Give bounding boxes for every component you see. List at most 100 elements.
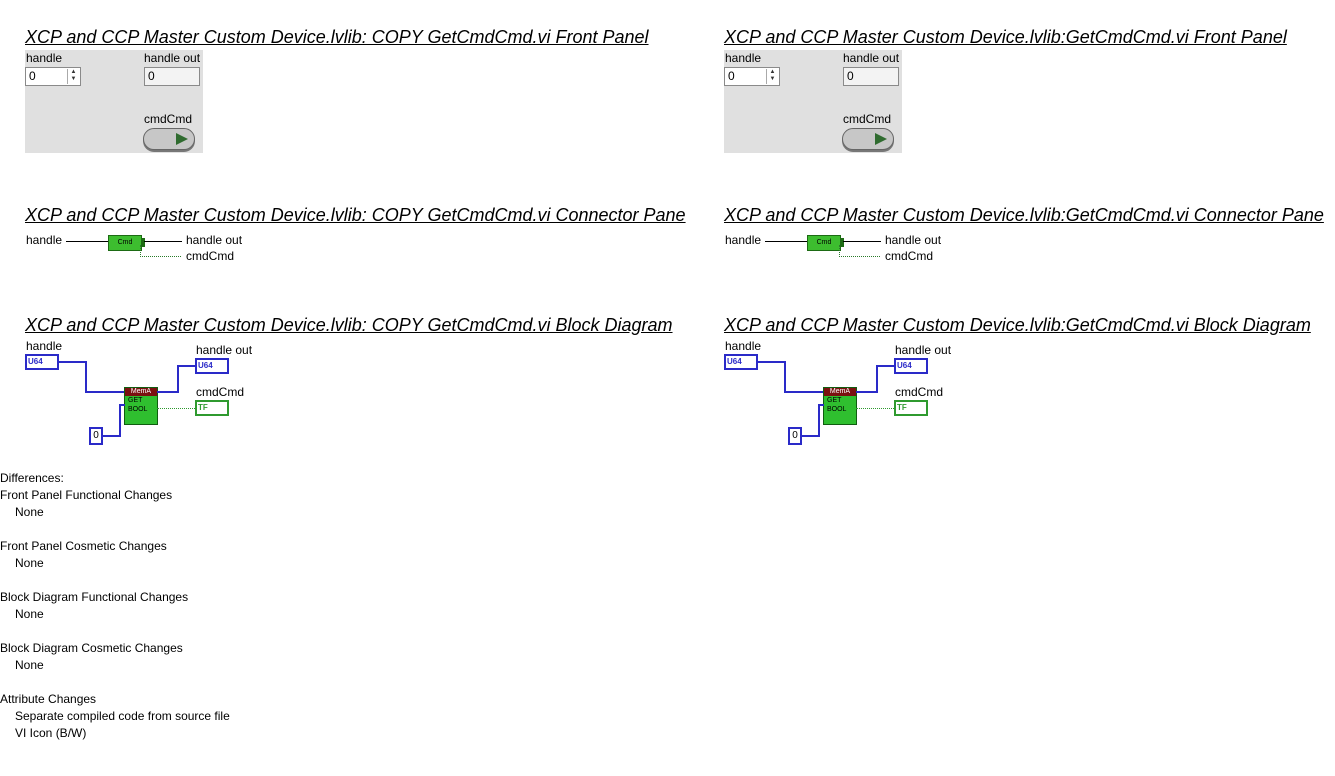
- bd-functional-value: None: [15, 607, 44, 621]
- wire-h6: [177, 365, 197, 367]
- cp-cmdcmd-label: cmdCmd: [885, 249, 934, 263]
- led-arrow-icon: [176, 133, 188, 145]
- node-line2: BOOL: [827, 406, 847, 413]
- connector-pane-title: XCP and CCP Master Custom Device.lvlib:G…: [724, 205, 1324, 225]
- tf-text: TF: [897, 403, 907, 412]
- right-vi-column: XCP and CCP Master Custom Device.lvlib:G…: [724, 0, 1335, 460]
- cp-handle-out-label: handle out: [885, 233, 942, 247]
- handle-label: handle: [26, 51, 63, 65]
- u64-text: U64: [727, 357, 742, 366]
- bd-handle-out-label: handle out: [196, 343, 253, 357]
- left-vi-column: XCP and CCP Master Custom Device.lvlib: …: [25, 0, 686, 460]
- wire-h1: [756, 361, 784, 363]
- cp-cmdcmd-label: cmdCmd: [186, 249, 235, 263]
- differences-section: Differences: Front Panel Functional Chan…: [0, 470, 230, 742]
- cp-handle-label: handle: [26, 233, 63, 247]
- wire-v5: [876, 365, 878, 393]
- bd-handle-label: handle: [725, 339, 762, 353]
- handle-out-label: handle out: [144, 51, 201, 65]
- spacer: [0, 572, 230, 589]
- bd-handle-terminal: U64: [25, 354, 59, 370]
- u64-out-text: U64: [897, 361, 912, 370]
- cp-handle-wire: [66, 241, 108, 242]
- bd-handle-out-terminal: U64: [894, 358, 928, 374]
- handle-control[interactable]: 0 ▲▼: [724, 67, 780, 86]
- vi-icon: Cmd: [108, 235, 145, 251]
- cmdcmd-label: cmdCmd: [843, 112, 892, 126]
- wire-h2: [85, 391, 125, 393]
- wire-h1: [57, 361, 85, 363]
- front-panel: handle 0 ▲▼ handle out 0 cmdCmd: [25, 50, 203, 153]
- vi-icon-text: Cmd: [117, 239, 133, 246]
- wire-v5: [177, 365, 179, 393]
- front-panel-title: XCP and CCP Master Custom Device.lvlib: …: [25, 27, 649, 47]
- spacer: [0, 674, 230, 691]
- bd-handle-label: handle: [26, 339, 63, 353]
- wire-h6: [876, 365, 896, 367]
- wire-h5: [157, 391, 179, 393]
- wire-h5: [856, 391, 878, 393]
- cp-handle-out-label: handle out: [186, 233, 243, 247]
- bd-cmdcmd-terminal: TF: [894, 400, 928, 416]
- cmdcmd-led-indicator: [143, 128, 195, 150]
- cp-handle-out-wire: [843, 241, 881, 242]
- u64-text: U64: [28, 357, 43, 366]
- bd-cmdcmd-terminal: TF: [195, 400, 229, 416]
- front-panel: handle 0 ▲▼ handle out 0 cmdCmd: [724, 50, 902, 153]
- spacer: [0, 623, 230, 640]
- node-line2: BOOL: [128, 406, 148, 413]
- zero-constant: 0: [89, 427, 103, 445]
- wire-v3: [818, 404, 820, 437]
- node-line1: GET: [128, 397, 143, 404]
- bd-cmdcmd-label: cmdCmd: [895, 385, 944, 399]
- cmdcmd-label: cmdCmd: [144, 112, 193, 126]
- vi-icon-text: Cmd: [816, 239, 832, 246]
- bd-handle-terminal: U64: [724, 354, 758, 370]
- const-text: 0: [792, 430, 798, 441]
- cp-handle-out-wire: [144, 241, 182, 242]
- node-header: MemA: [125, 388, 157, 396]
- block-diagram-title: XCP and CCP Master Custom Device.lvlib: …: [25, 315, 673, 335]
- icon-connector: [141, 238, 145, 247]
- led-arrow-icon: [875, 133, 887, 145]
- handle-control[interactable]: 0 ▲▼: [25, 67, 81, 86]
- attr-item: VI Icon (B/W): [15, 726, 87, 740]
- handle-value: 0: [29, 69, 36, 83]
- cp-cmdcmd-wire: [839, 245, 880, 257]
- node-header: MemA: [824, 388, 856, 396]
- cmdcmd-led-indicator: [842, 128, 894, 150]
- bd-cmdcmd-label: cmdCmd: [196, 385, 245, 399]
- wire-v3: [119, 404, 121, 437]
- handle-out-indicator: 0: [144, 67, 200, 86]
- wire-h2: [784, 391, 824, 393]
- handle-out-value: 0: [847, 69, 854, 83]
- vi-icon: Cmd: [807, 235, 844, 251]
- fp-cosmetic-value: None: [15, 556, 44, 570]
- wire-h4: [119, 404, 125, 406]
- bd-handle-out-terminal: U64: [195, 358, 229, 374]
- handle-out-label: handle out: [843, 51, 900, 65]
- handle-value: 0: [728, 69, 735, 83]
- handle-spinner[interactable]: ▲▼: [67, 69, 79, 84]
- bd-cosmetic-heading: Block Diagram Cosmetic Changes: [0, 641, 183, 655]
- handle-label: handle: [725, 51, 762, 65]
- wire-h3: [103, 435, 119, 437]
- node-line1: GET: [827, 397, 842, 404]
- fp-cosmetic-heading: Front Panel Cosmetic Changes: [0, 539, 167, 553]
- wire-v1: [85, 361, 87, 392]
- icon-connector: [840, 238, 844, 247]
- cp-handle-label: handle: [725, 233, 762, 247]
- attr-heading: Attribute Changes: [0, 692, 97, 706]
- fp-functional-value: None: [15, 505, 44, 519]
- bool-wire: [856, 408, 894, 409]
- cp-cmdcmd-wire: [140, 245, 181, 257]
- handle-spinner[interactable]: ▲▼: [766, 69, 778, 84]
- bd-handle-out-label: handle out: [895, 343, 952, 357]
- wire-h3: [802, 435, 818, 437]
- wire-h4: [818, 404, 824, 406]
- front-panel-title: XCP and CCP Master Custom Device.lvlib:G…: [724, 27, 1287, 47]
- handle-out-value: 0: [148, 69, 155, 83]
- u64-out-text: U64: [198, 361, 213, 370]
- get-bool-node: MemA GET BOOL: [823, 387, 857, 425]
- handle-out-indicator: 0: [843, 67, 899, 86]
